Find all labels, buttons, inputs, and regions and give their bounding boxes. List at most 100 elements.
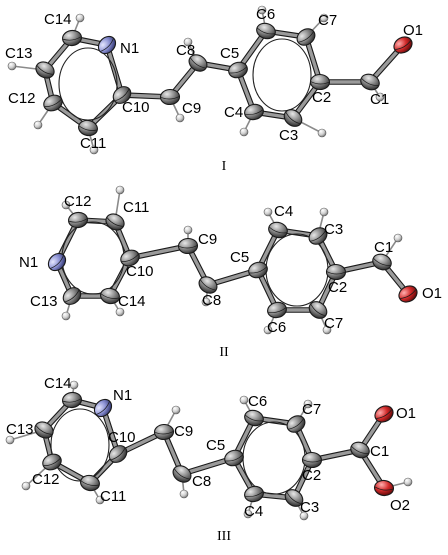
atom-c9	[177, 237, 199, 255]
hydrogen-atom	[263, 325, 273, 335]
hydrogen-atom	[201, 297, 211, 307]
hydrogen-atom	[69, 380, 79, 390]
hydrogen-atom	[183, 225, 193, 235]
atom-o1	[398, 285, 418, 303]
atom-label-c6: C6	[267, 319, 286, 336]
atom-label-c3: C3	[324, 221, 343, 238]
atom-label-c13: C13	[6, 421, 34, 438]
hydrogen-atom	[239, 395, 249, 405]
atom-c6	[244, 409, 264, 427]
atom-label-c5: C5	[206, 437, 225, 454]
atom-label-c4: C4	[224, 104, 243, 121]
atom-label-c7: C7	[302, 401, 321, 418]
atom-label-c8: C8	[202, 292, 221, 309]
atom-o1	[393, 36, 413, 54]
atom-c11	[78, 119, 98, 137]
atom-c12	[43, 94, 63, 112]
atom-c13	[34, 421, 54, 439]
hydrogen-atom	[95, 495, 105, 505]
atom-c6	[256, 22, 276, 40]
atom-label-c5: C5	[220, 45, 239, 62]
aromatic-ring	[58, 47, 118, 121]
atom-label-c13: C13	[30, 293, 58, 310]
atom-label-c4: C4	[274, 203, 293, 220]
atom-c14	[61, 29, 83, 47]
atom-c8	[172, 465, 192, 483]
atom-c1	[360, 73, 380, 91]
structure-caption: III	[217, 529, 231, 544]
aromatic-ring	[61, 221, 125, 295]
atom-c9	[159, 88, 181, 106]
atom-c7	[296, 28, 316, 46]
atom-o1	[374, 405, 394, 423]
atom-c1	[372, 253, 392, 271]
hydrogen-atom	[403, 477, 413, 487]
atom-label-c4: C4	[244, 503, 263, 520]
atom-c11	[105, 213, 125, 231]
hydrogen-atom	[5, 435, 15, 445]
hydrogen-atom	[61, 311, 71, 321]
atom-label-c12: C12	[32, 471, 60, 488]
atom-label-c14: C14	[118, 293, 146, 310]
atom-c10	[108, 445, 128, 463]
hydrogen-atom	[61, 200, 71, 210]
atom-label-o2: O2	[390, 497, 410, 514]
atom-label-c12: C12	[64, 193, 92, 210]
atom-label-c9: C9	[174, 423, 193, 440]
atom-label-c1: C1	[370, 91, 389, 108]
structure-caption: I	[222, 159, 227, 174]
hydrogen-atom	[243, 509, 253, 519]
atom-label-c6: C6	[248, 393, 267, 410]
hydrogen-atom	[171, 405, 181, 415]
hydrogen-atom	[317, 128, 327, 138]
atom-label-c14: C14	[44, 11, 72, 28]
atom-c11	[80, 474, 100, 492]
hydrogen-atom	[21, 481, 31, 491]
hydrogen-atom	[7, 61, 17, 71]
atom-label-c5: C5	[230, 249, 249, 266]
atom-c12	[67, 211, 89, 229]
aromatic-ring	[252, 38, 312, 112]
atom-label-c3: C3	[279, 127, 298, 144]
hydrogen-atom	[183, 37, 193, 47]
hydrogen-atom	[75, 13, 85, 23]
atom-c10	[112, 86, 132, 104]
atom-c3	[283, 109, 303, 127]
atom-c8	[198, 276, 218, 294]
hydrogen-atom	[375, 92, 385, 102]
atom-c10	[120, 249, 140, 267]
atom-label-c7: C7	[324, 315, 343, 332]
atom-label-c11: C11	[80, 135, 106, 152]
hydrogen-atom	[33, 120, 43, 130]
atom-c5	[224, 449, 244, 467]
hydrogen-atom	[299, 511, 309, 521]
atom-label-c3: C3	[300, 499, 319, 516]
atom-c13	[62, 287, 82, 305]
hydrogen-atom	[89, 145, 99, 155]
atom-label-n1: N1	[113, 387, 132, 404]
atom-n1	[97, 35, 117, 55]
aromatic-ring	[50, 408, 110, 482]
hydrogen-atom	[319, 13, 329, 23]
atom-n1	[47, 252, 67, 272]
atom-c9	[153, 423, 175, 441]
hydrogen-atom	[303, 399, 313, 409]
atom-c2	[301, 451, 323, 469]
atom-label-o1: O1	[422, 285, 442, 302]
atom-label-c9: C9	[182, 100, 201, 117]
atom-label-c10: C10	[122, 99, 150, 116]
atom-n1	[93, 398, 113, 418]
aromatic-ring	[265, 233, 329, 307]
atom-c3	[284, 489, 304, 507]
atom-c6	[267, 301, 287, 319]
hydrogen-atom	[179, 489, 189, 499]
hydrogen-atom	[175, 113, 185, 123]
atom-label-c2: C2	[302, 467, 321, 484]
atom-label-c1: C1	[370, 443, 389, 460]
atom-c5	[228, 61, 248, 79]
atom-label-n1: N1	[120, 40, 139, 57]
atom-c7	[308, 301, 328, 319]
atom-label-c10: C10	[108, 429, 136, 446]
